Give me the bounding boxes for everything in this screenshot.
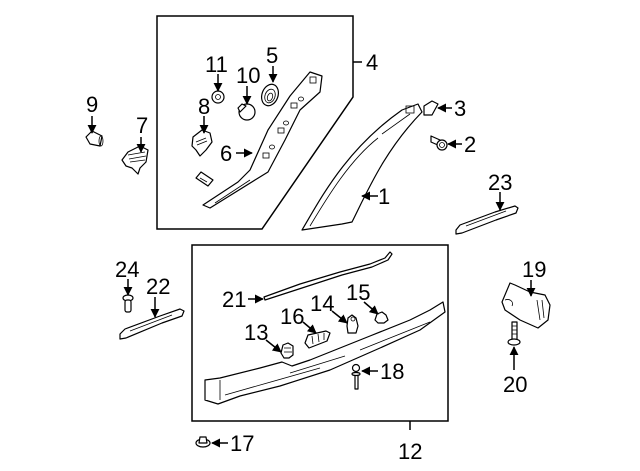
callout-13[interactable]: 13 bbox=[244, 320, 268, 345]
part-17-nut[interactable] bbox=[195, 436, 211, 448]
part-7-clip[interactable] bbox=[121, 145, 149, 175]
part-12-rocker-molding[interactable] bbox=[204, 301, 446, 405]
part-9-pin[interactable] bbox=[85, 130, 104, 147]
part-22-retainer[interactable] bbox=[119, 308, 185, 340]
part-5-grommet[interactable] bbox=[259, 82, 282, 108]
callout-15[interactable]: 15 bbox=[346, 280, 370, 305]
callout-20[interactable]: 20 bbox=[503, 372, 527, 397]
callout-10[interactable]: 10 bbox=[236, 63, 260, 88]
callout-9[interactable]: 9 bbox=[86, 92, 98, 117]
part-16-bracket[interactable] bbox=[304, 330, 331, 349]
part-13-clip[interactable] bbox=[280, 342, 294, 359]
part-24-rivet[interactable] bbox=[122, 294, 134, 313]
callout-6[interactable]: 6 bbox=[220, 141, 232, 166]
small-clip bbox=[195, 171, 214, 187]
callout-19[interactable]: 19 bbox=[522, 257, 546, 282]
part-8-retainer-clip[interactable] bbox=[191, 129, 213, 157]
part-14-clip[interactable] bbox=[346, 314, 359, 334]
callout-17[interactable]: 17 bbox=[230, 431, 254, 456]
callout-2[interactable]: 2 bbox=[464, 132, 476, 157]
group-12-frame bbox=[191, 244, 449, 422]
group-4-frame bbox=[156, 15, 354, 230]
part-20-screw[interactable] bbox=[507, 321, 521, 346]
callout-11[interactable]: 11 bbox=[205, 52, 228, 77]
callout-12[interactable]: 12 bbox=[398, 439, 422, 464]
callout-1[interactable]: 1 bbox=[378, 184, 390, 209]
part-18-stud[interactable] bbox=[351, 363, 361, 390]
part-1-pillar-trim[interactable] bbox=[301, 103, 423, 231]
callout-14[interactable]: 14 bbox=[310, 291, 334, 316]
callout-21[interactable]: 21 bbox=[222, 287, 246, 312]
callout-16[interactable]: 16 bbox=[280, 304, 304, 329]
callout-7[interactable]: 7 bbox=[136, 113, 148, 138]
callout-8[interactable]: 8 bbox=[198, 94, 210, 119]
part-23-retainer[interactable] bbox=[455, 205, 519, 235]
callout-3[interactable]: 3 bbox=[454, 96, 466, 121]
part-11-washer[interactable] bbox=[211, 90, 225, 104]
part-6-inner-pillar-trim[interactable] bbox=[202, 71, 323, 209]
callout-24[interactable]: 24 bbox=[115, 257, 139, 282]
part-2-screw[interactable] bbox=[430, 135, 448, 151]
part-10-plug[interactable] bbox=[237, 103, 256, 121]
part-19-splash-guard[interactable] bbox=[501, 282, 551, 329]
part-3-cap[interactable] bbox=[423, 100, 439, 116]
callout-23[interactable]: 23 bbox=[488, 170, 512, 195]
callout-22[interactable]: 22 bbox=[146, 274, 170, 299]
callout-4[interactable]: 4 bbox=[366, 50, 378, 75]
callout-18[interactable]: 18 bbox=[380, 359, 404, 384]
part-21-weatherstrip[interactable] bbox=[263, 251, 393, 301]
callout-5[interactable]: 5 bbox=[266, 43, 278, 68]
